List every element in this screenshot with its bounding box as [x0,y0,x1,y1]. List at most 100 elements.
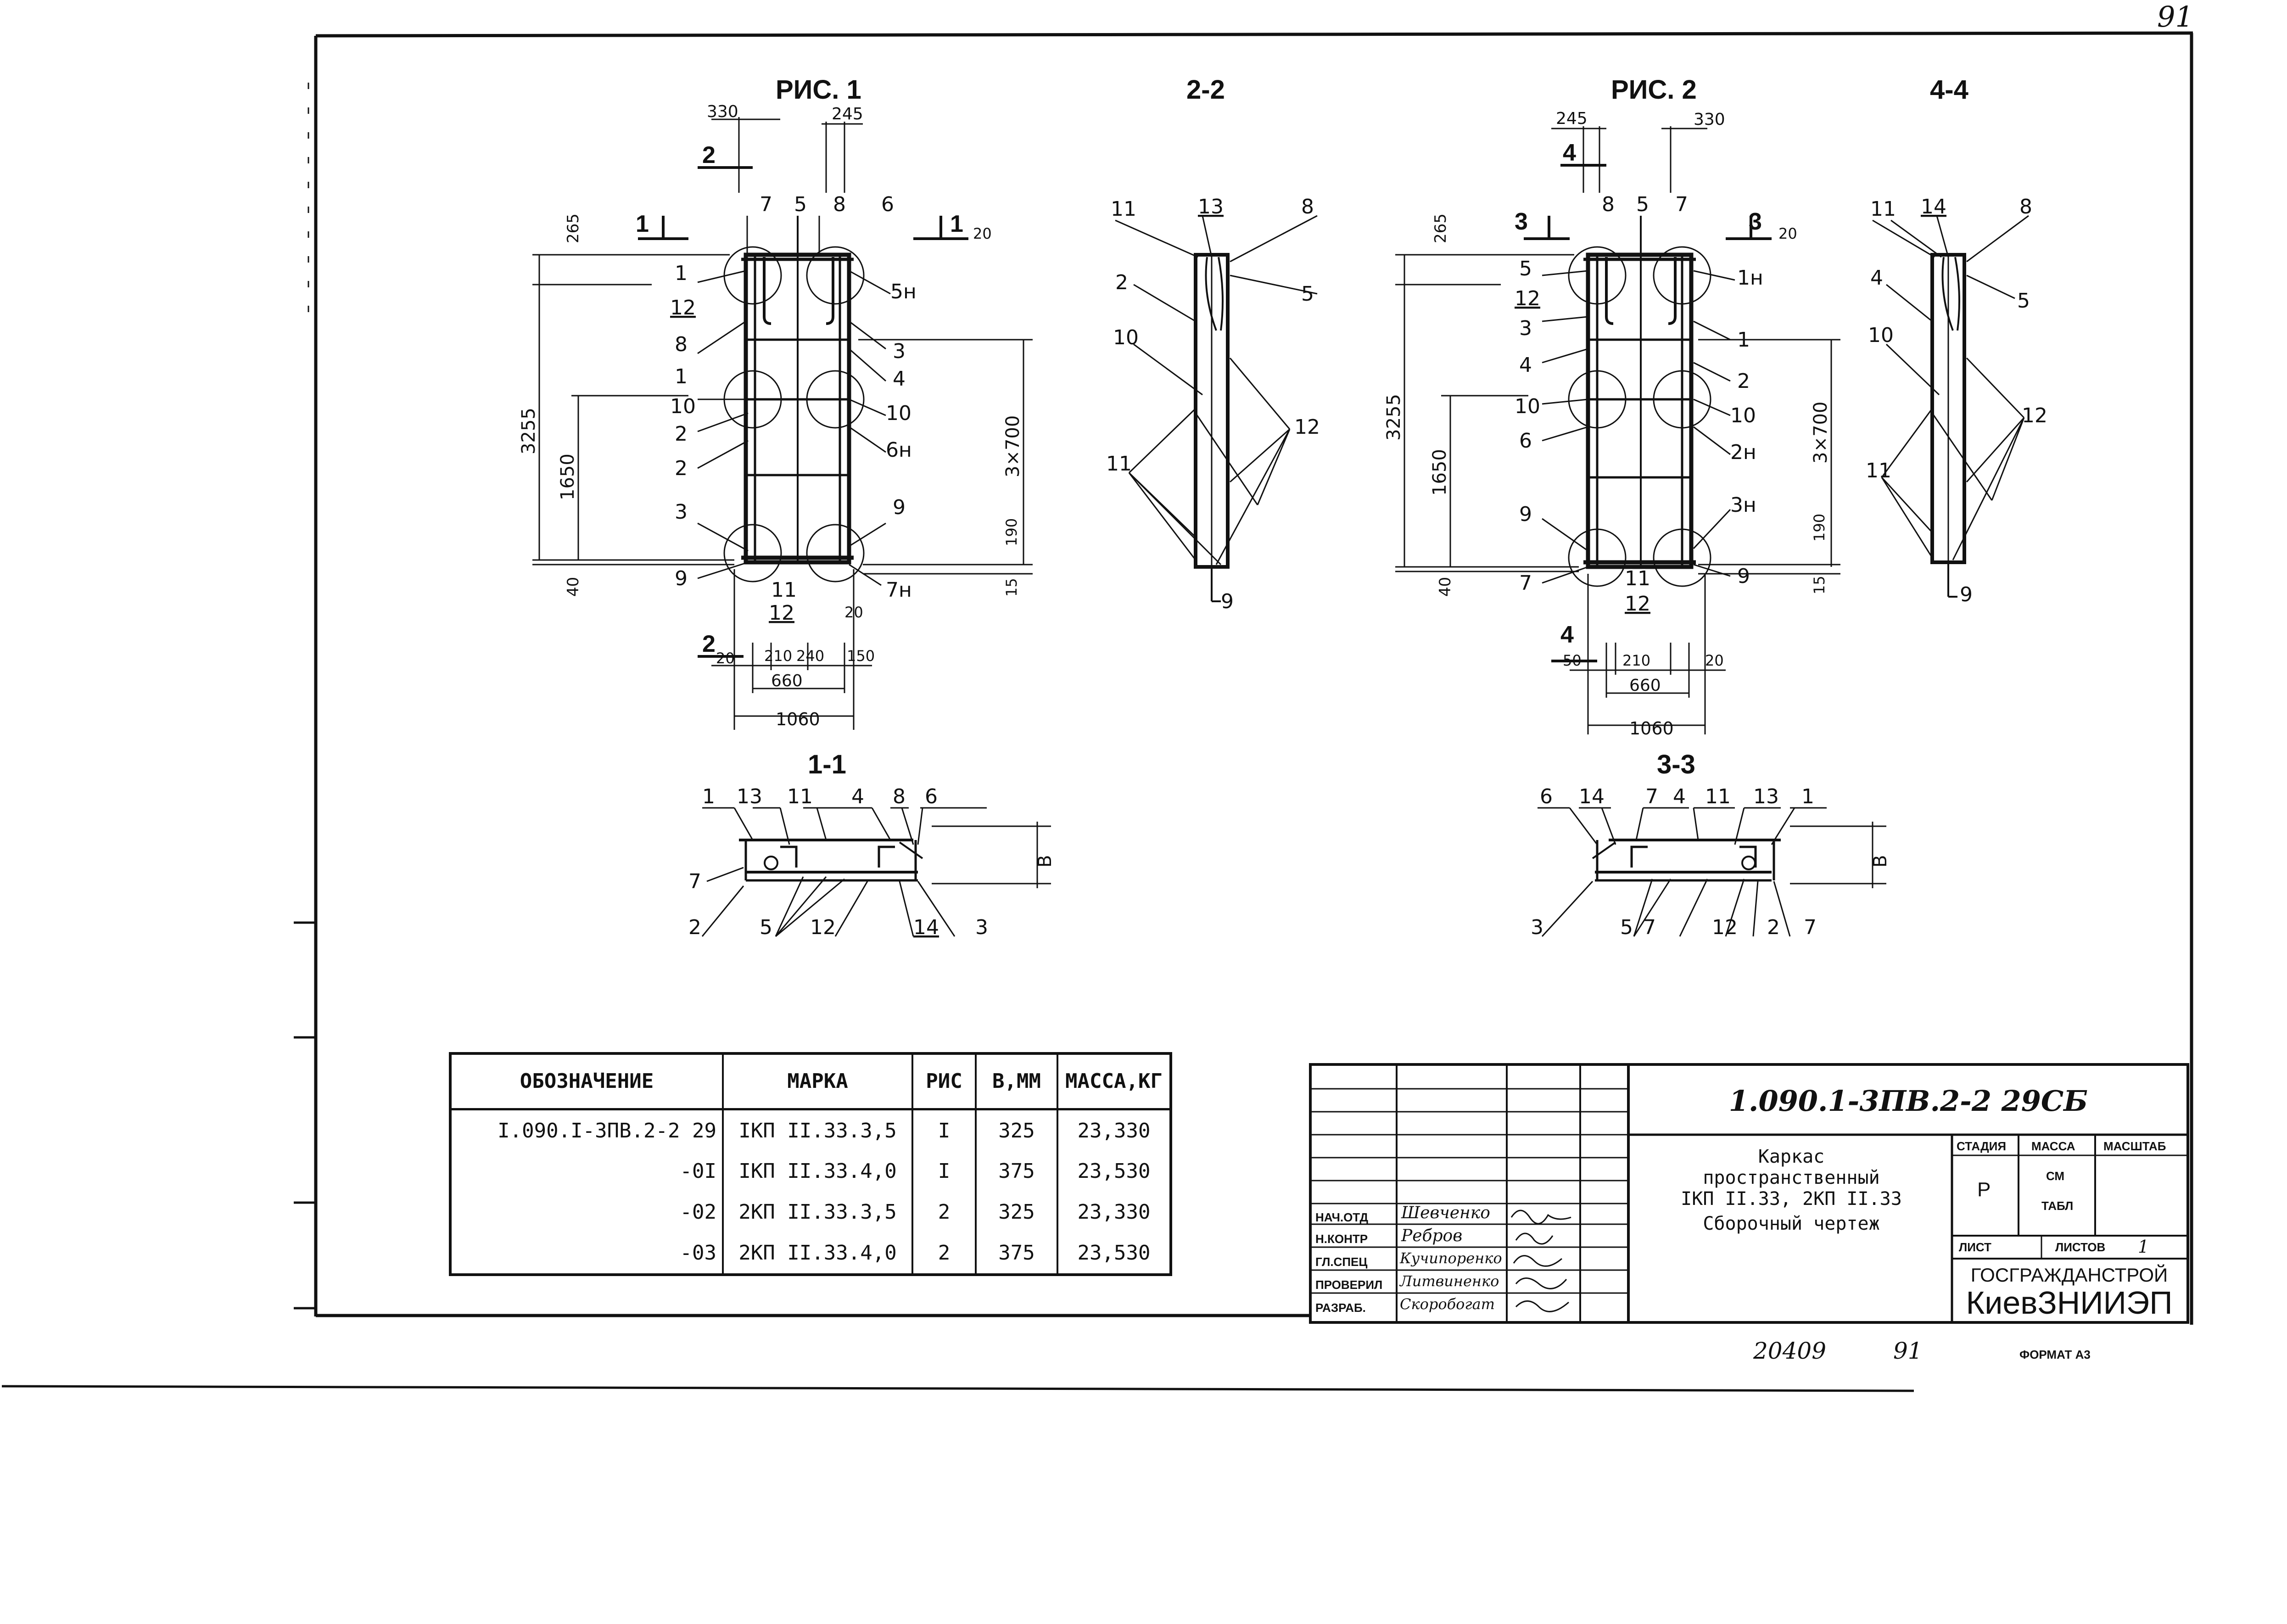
figure-1 [532,117,1033,730]
fig1-title: РИС. 1 [776,75,861,105]
org-name-2: КиевЗНИИЭП [1966,1285,2173,1321]
fig2-dim-190: 190 [1811,514,1828,542]
fig1-mark-left-12: 12 [670,296,696,319]
spec-cell-mark: IКП II.33.3,5 [722,1109,912,1151]
s33-mark-top-6: 6 [1540,785,1553,808]
fig1-dim-150: 150 [847,647,875,665]
name-chief-spec: Кучипоренко [1400,1249,1502,1267]
spec-cell-mass: 23,530 [1057,1151,1171,1192]
name-checked: Литвиненко [1400,1272,1499,1290]
s44-mark-5: 5 [2017,289,2030,313]
fig2-mark-left-10: 10 [1515,395,1540,418]
spec-cell-b: 325 [975,1109,1057,1151]
s33-mark-bottom-2: 2 [1767,916,1780,939]
s44-mark-8: 8 [2019,195,2032,218]
spec-cell-fig: 2 [911,1232,976,1275]
fig2-mark-left-7: 7 [1519,571,1532,595]
table-row: -0I IКП II.33.4,0 I 375 23,530 [450,1151,1171,1192]
spec-header-designation: ОБОЗНАЧЕНИЕ [450,1053,723,1110]
s22-mark-13: 13 [1198,195,1224,218]
s11-mark-bottom-7: 7 [688,870,701,893]
spec-cell-fig: I [911,1151,976,1192]
section-3-3-labels: 3-3 6 14 7 4 11 13 1 3 5 7 12 2 7 В [1531,750,1891,939]
spec-cell-designation: -02 [680,1200,716,1224]
fig2-mark-left-12: 12 [1515,287,1540,310]
title-name-line-2: пространственный [1703,1167,1880,1188]
fig2-mark-right-2: 2 [1737,370,1750,393]
fig1-mark-bottom-11: 11 [771,578,797,602]
fig2-dim-330: 330 [1694,110,1725,129]
s11-mark-top-6: 6 [925,785,938,808]
fig2-mark-right-1n: 1н [1737,266,1763,290]
signature-scribbles [1510,1210,1571,1312]
footer: 20409 91 ФОРМАТ А3 [1753,1338,2091,1364]
fig1-mark-right-7n: 7н [886,578,912,602]
sheet-label: ЛИСТ [1959,1240,1991,1254]
spec-cell-b: 375 [975,1232,1057,1275]
s44-mark-14: 14 [1921,195,1946,218]
fig2-dim-40: 40 [1436,577,1454,597]
fig1-section-mark-1-right: 1 [950,211,963,237]
fig1-mark-left-9: 9 [675,567,688,590]
s11-mark-top-4: 4 [851,785,864,808]
page-number: 91 [2157,0,2193,34]
fig2-mark-right-10: 10 [1730,404,1756,427]
sheets-value: 1 [2138,1237,2149,1257]
fig1-mark-top-8: 8 [833,193,846,216]
s22-mark-5: 5 [1301,282,1314,306]
s22-mark-10: 10 [1113,326,1139,349]
s44-mark-12: 12 [2022,404,2047,427]
fig2-mark-top-7: 7 [1675,193,1688,216]
mass-label: МАССА [2031,1139,2075,1153]
fig1-dim-20-c: 20 [844,604,863,621]
scale-label: МАСШТАБ [2103,1139,2166,1153]
fig1-mark-right-6n: 6н [886,438,912,462]
fig2-mark-left-6: 6 [1519,429,1532,453]
s22-mark-9: 9 [1221,590,1234,613]
fig1-dim-265: 265 [564,213,582,243]
s33-mark-bottom-12: 12 [1712,916,1738,939]
stage-label: СТАДИЯ [1957,1139,2007,1153]
fig1-section-mark-2-top: 2 [702,142,716,168]
fig2-section-mark-4-top: 4 [1563,140,1576,166]
fig2-section-mark-3-right: 3 [1749,208,1762,235]
fig2-mark-left-5: 5 [1519,257,1532,280]
s11-mark-bottom-5: 5 [760,916,772,939]
fig2-title: РИС. 2 [1611,75,1697,105]
s22-mark-11-top: 11 [1111,197,1136,221]
role-checked: ПРОВЕРИЛ [1315,1278,1383,1292]
fig2-dim-210: 210 [1622,652,1650,669]
footer-format: ФОРМАТ А3 [2019,1348,2091,1361]
s33-mark-bottom-5: 5 [1620,916,1633,939]
fig1-mark-left-10: 10 [670,395,696,418]
s11-mark-bottom-12: 12 [810,916,836,939]
spec-cell-b: 375 [975,1151,1057,1192]
s11-mark-top-13: 13 [737,785,762,808]
fig2-section-mark-4-bottom: 4 [1560,622,1574,648]
fig1-dim-245: 245 [832,105,863,123]
fig2-mark-right-2n: 2н [1730,441,1756,464]
spec-cell-designation: -0I [680,1159,716,1183]
fig2-section-mark-3-left: 3 [1515,208,1528,235]
fig1-mark-right-10: 10 [886,402,911,425]
s11-mark-bottom-14: 14 [913,916,939,939]
role-norm-control: Н.КОНТР [1315,1232,1368,1246]
s44-mark-11-bottom: 11 [1866,459,1891,482]
name-head-dept: Шевченко [1401,1204,1490,1222]
s44-mark-11-top: 11 [1870,197,1896,221]
figure-2-labels: РИС. 2 245 330 4 3 3 20 8 5 7 265 3255 1… [1383,75,1831,739]
fig1-mark-right-4: 4 [893,367,906,391]
spec-cell-mass: 23,530 [1057,1232,1171,1275]
s33-mark-top-11: 11 [1705,785,1731,808]
fig2-dim-1060: 1060 [1629,718,1674,739]
fig1-dim-20-b: 20 [716,650,735,667]
fig1-dim-15: 15 [1003,578,1020,597]
fig1-dim-240: 240 [796,647,824,665]
s33-mark-bottom-3: 3 [1531,916,1543,939]
fig1-dim-190: 190 [1003,518,1020,546]
fig1-mark-left-8: 8 [675,333,688,356]
fig2-mark-right-3n: 3н [1730,493,1756,517]
sheet-frame [1,31,2193,1392]
title-block-code: 1.090.1-3ПВ.2-2 29СБ [1728,1084,2088,1118]
